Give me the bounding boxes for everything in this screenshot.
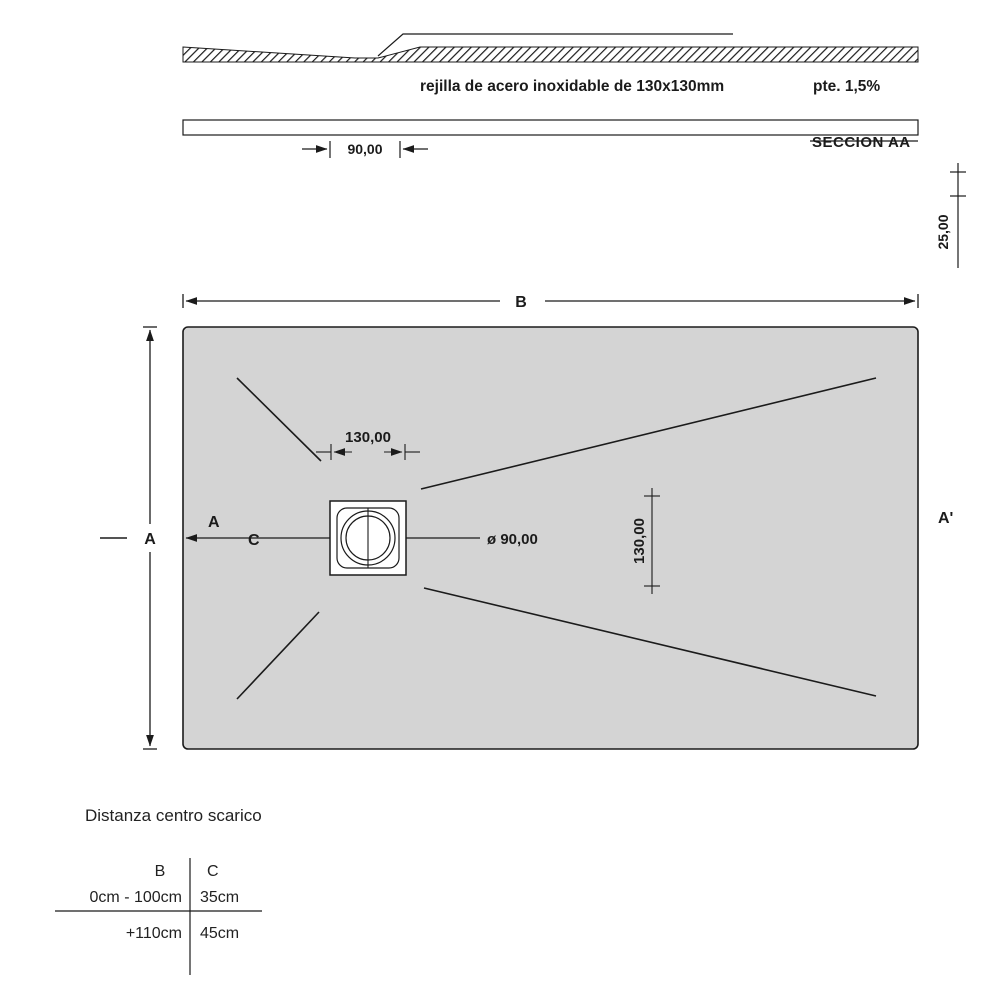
label-c: C bbox=[248, 532, 260, 549]
tray-outline bbox=[182, 326, 919, 750]
dim-90-lines bbox=[302, 141, 428, 158]
dim-A-label: A bbox=[144, 531, 156, 548]
grate-note: rejilla de acero inoxidable de 130x130mm bbox=[420, 78, 724, 95]
table-title: Distanza centro scarico bbox=[85, 806, 262, 825]
slope-lines bbox=[236, 377, 877, 700]
table-header-b: B bbox=[155, 863, 166, 880]
dim-25-text: 25,00 bbox=[935, 214, 951, 249]
table-row-0-b: 0cm - 100cm bbox=[90, 889, 182, 906]
dim-A-lines bbox=[143, 326, 157, 750]
section-view bbox=[182, 33, 966, 268]
label-a: A bbox=[208, 514, 220, 531]
drain bbox=[329, 500, 407, 576]
dim-130-top-text: 130,00 bbox=[345, 429, 391, 446]
dim-130-top-lines bbox=[316, 444, 420, 460]
dim-90-text: 90,00 bbox=[347, 141, 382, 157]
dim-B-label: B bbox=[515, 294, 527, 311]
dim-25-lines bbox=[950, 163, 966, 268]
section-view-texts: rejilla de acero inoxidable de 130x130mm… bbox=[347, 78, 951, 250]
table-row-1-c: 45cm bbox=[200, 925, 239, 942]
label-a-prime: A' bbox=[938, 510, 953, 527]
section-hatched-deck bbox=[182, 46, 919, 63]
dim-130-right-lines bbox=[644, 488, 660, 594]
slope-note: pte. 1,5% bbox=[813, 78, 880, 95]
plan-view bbox=[100, 294, 919, 750]
dim-diameter-text: ø 90,00 bbox=[487, 531, 538, 548]
dim-B-lines bbox=[182, 294, 919, 308]
distance-table: Distanza centro scarico B C 0cm - 100cm … bbox=[55, 806, 262, 975]
table-row-0-c: 35cm bbox=[200, 889, 239, 906]
dim-130-right-text: 130,00 bbox=[631, 518, 648, 564]
section-base-profile bbox=[182, 119, 919, 136]
section-label: SECCION AA bbox=[812, 134, 911, 151]
table-header-c: C bbox=[207, 863, 219, 880]
table-row-1-b: +110cm bbox=[126, 925, 182, 942]
section-grate-profile bbox=[377, 33, 733, 57]
plan-view-texts: B A A C 130,00 ø 90,00 130,00 A' bbox=[144, 294, 953, 564]
